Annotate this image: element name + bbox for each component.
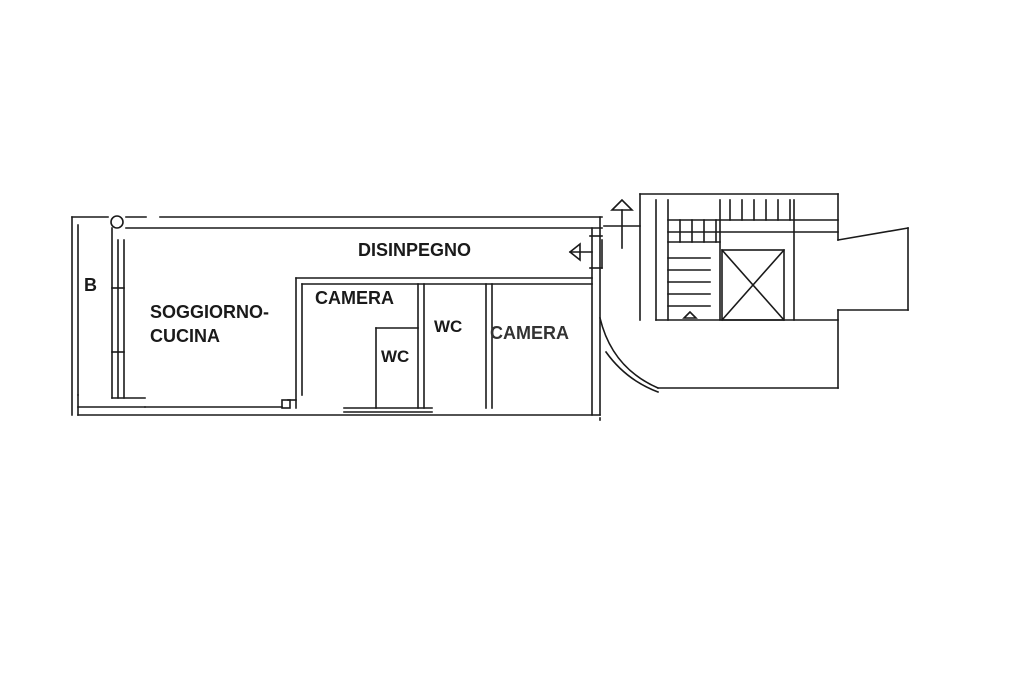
entrance-door	[569, 235, 603, 269]
interior-walls	[281, 277, 593, 413]
balcony-window	[110, 215, 146, 399]
room-label-living-kitchen-line2: CUCINA	[150, 326, 220, 346]
room-label-wc-1: WC	[381, 347, 410, 366]
arrow-down-icon	[682, 310, 698, 319]
room-label-hallway: DISINPEGNO	[358, 240, 472, 260]
room-label-balcony: B	[84, 275, 97, 295]
room-label-wc-2: WC	[434, 317, 463, 336]
room-label-bedroom-2: CAMERA	[490, 323, 569, 343]
cross-box-icon	[720, 248, 786, 322]
room-label-bedroom-1: CAMERA	[315, 288, 394, 308]
landing-curve	[599, 317, 660, 421]
arrow-left-icon	[568, 242, 581, 262]
stairwell	[639, 193, 909, 389]
arrow-up-icon	[603, 198, 641, 249]
room-label-living-kitchen: SOGGIORNO-	[150, 302, 270, 322]
outer-walls	[71, 216, 603, 416]
